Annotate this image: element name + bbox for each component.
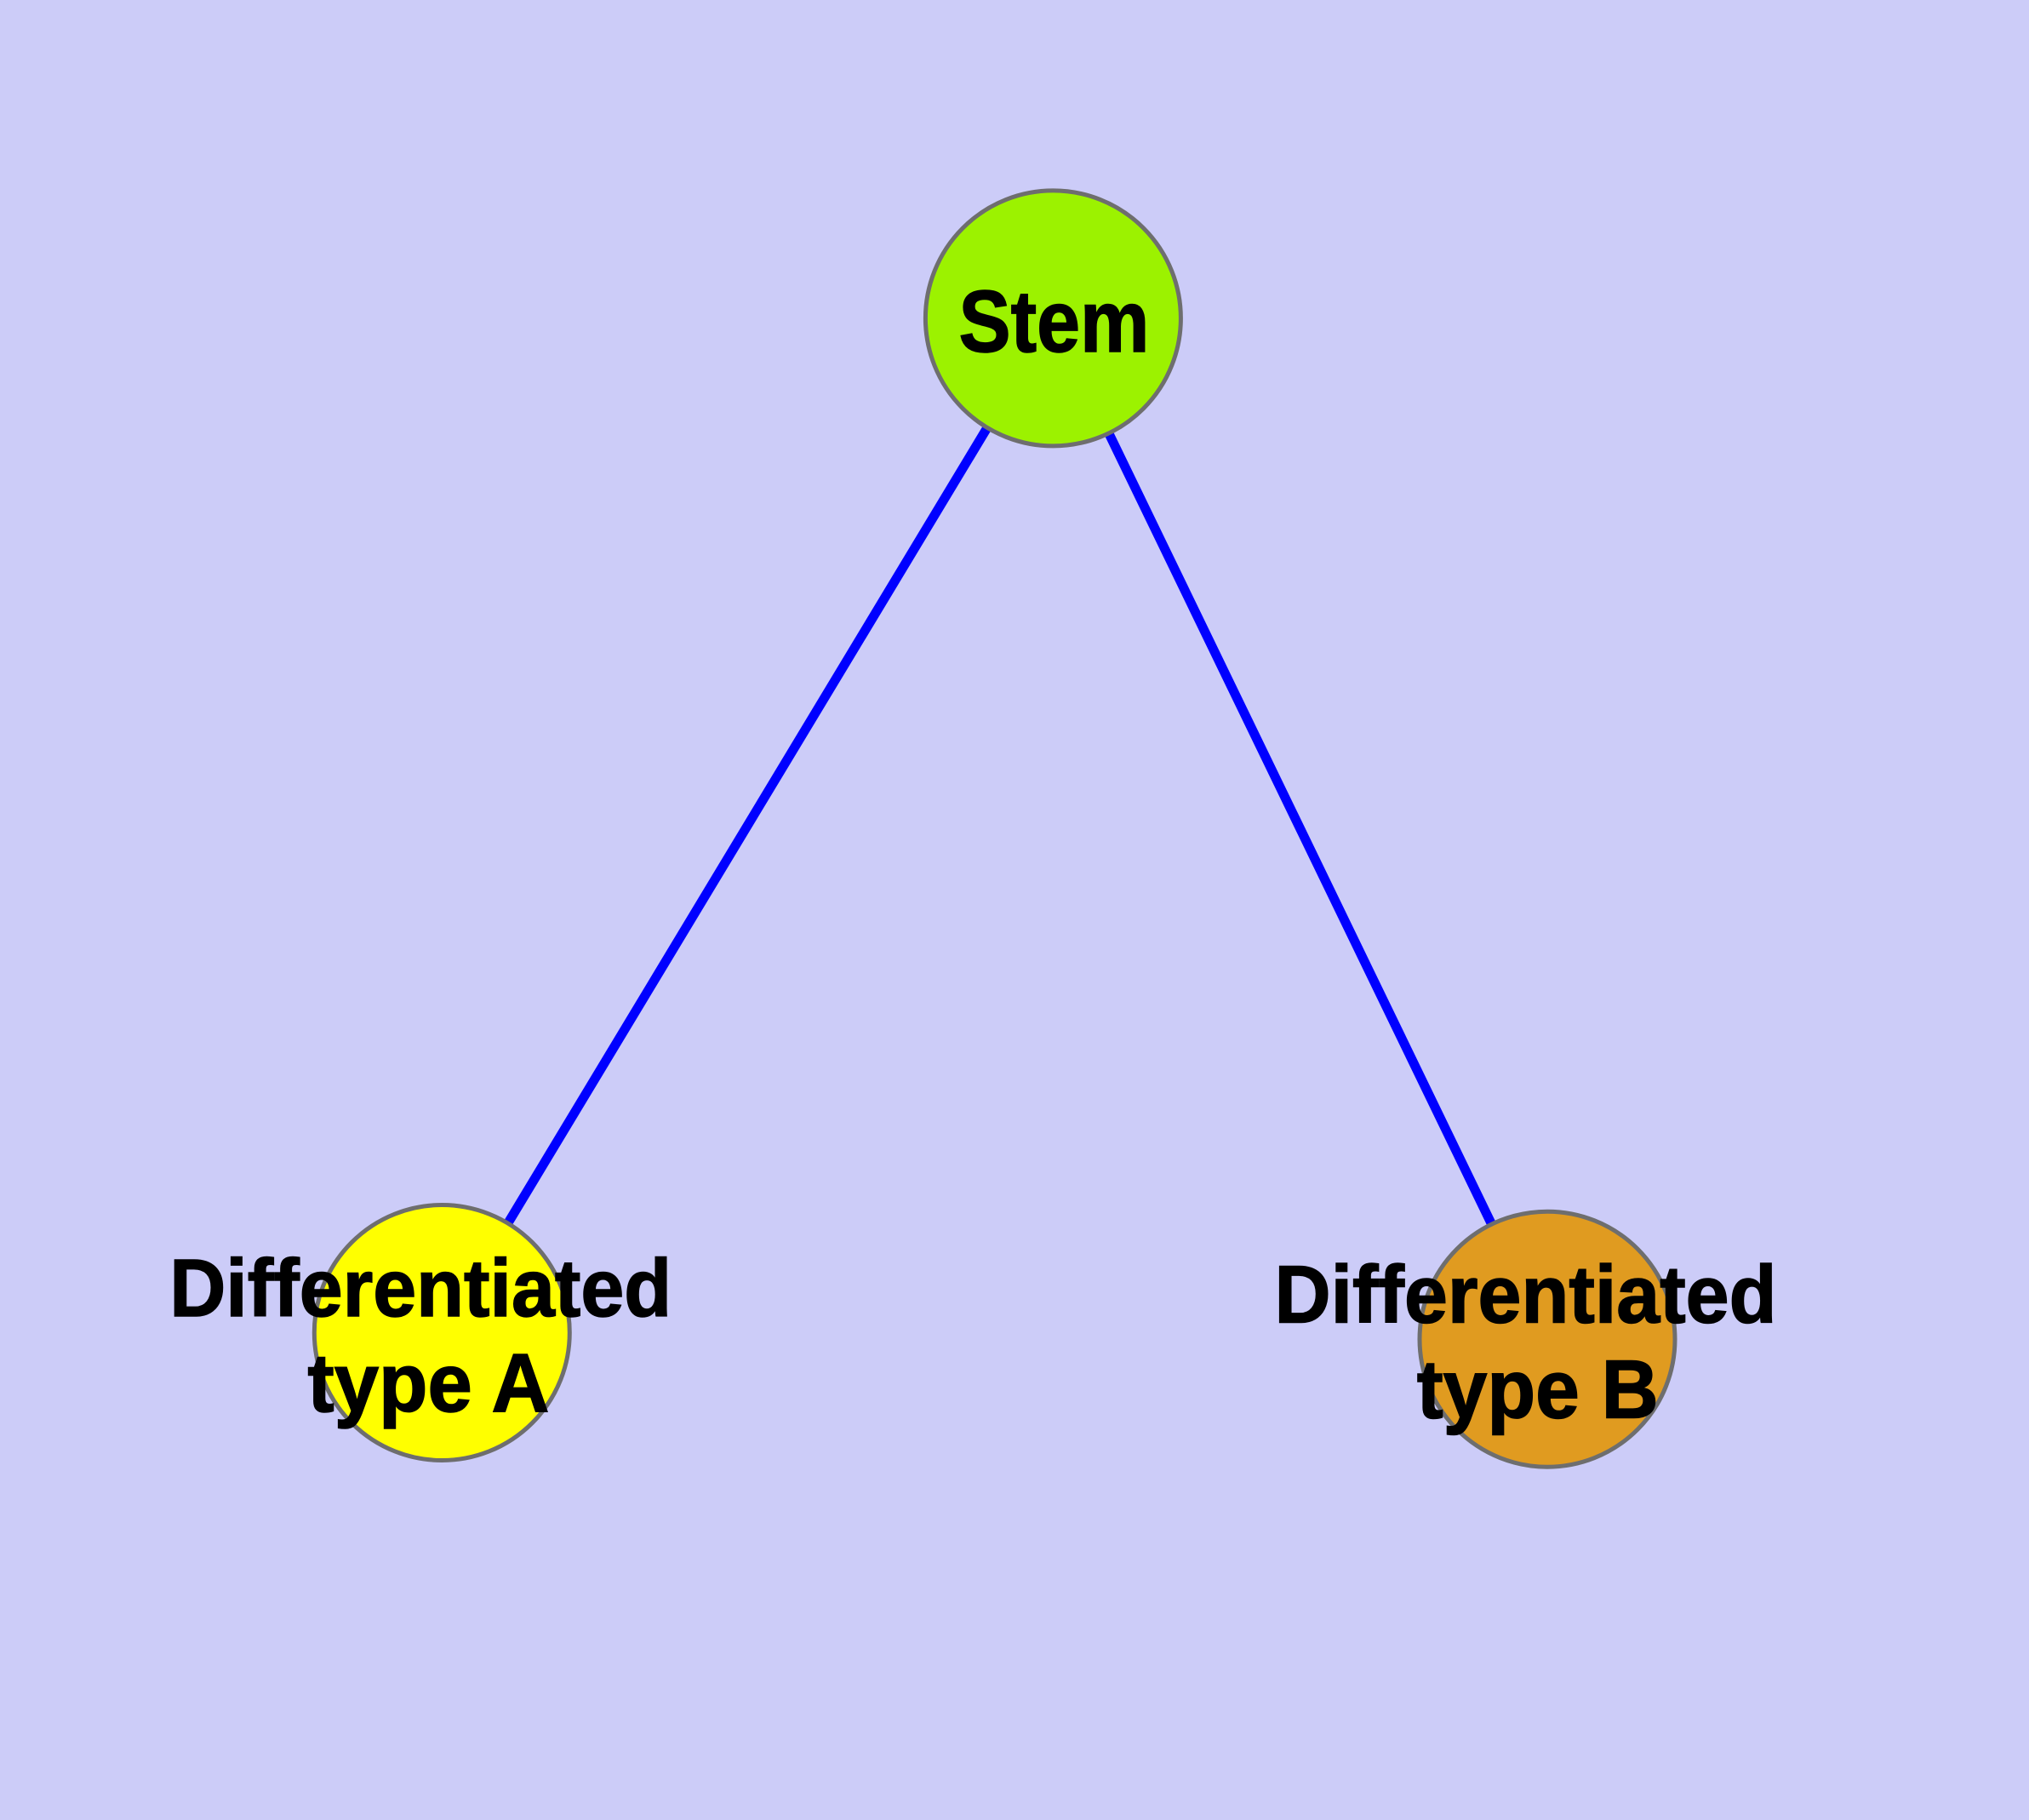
svg-text:type B: type B xyxy=(1417,1343,1659,1436)
svg-text:Stem: Stem xyxy=(959,272,1150,370)
svg-text:Differentiated: Differentiated xyxy=(169,1243,672,1334)
svg-text:type A: type A xyxy=(307,1336,549,1429)
svg-text:Differentiated: Differentiated xyxy=(1275,1250,1777,1341)
